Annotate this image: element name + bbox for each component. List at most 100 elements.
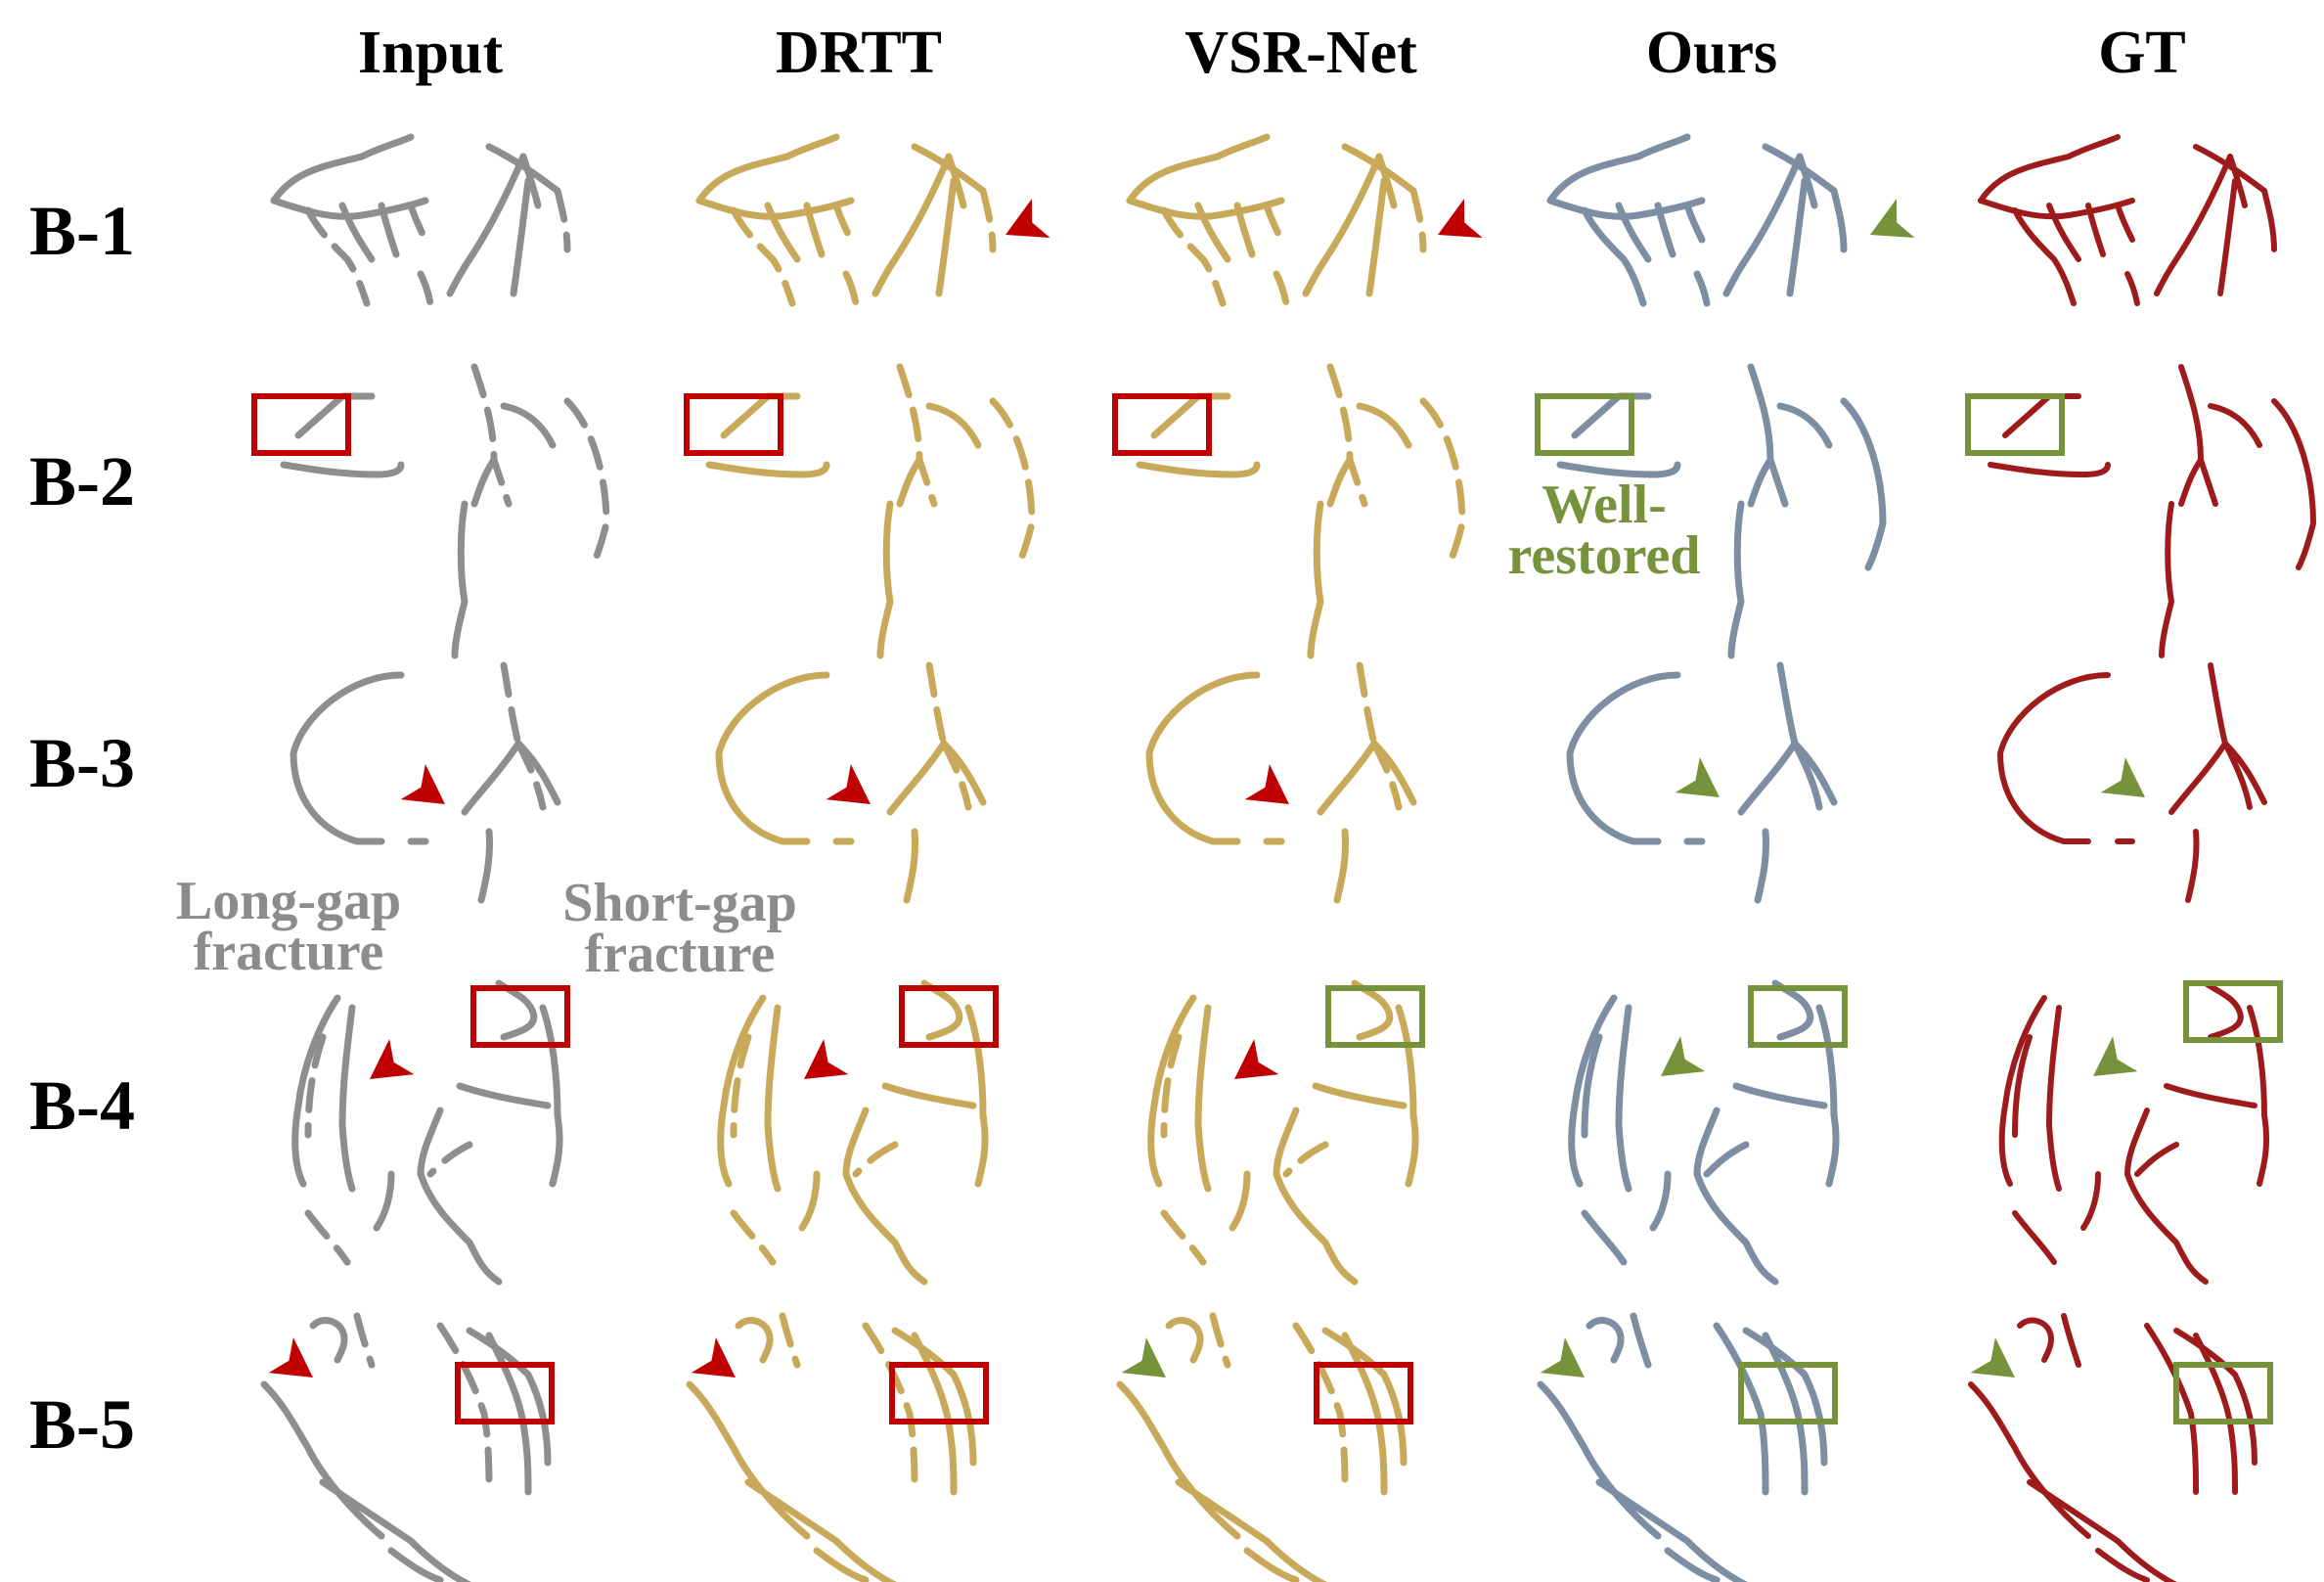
vessel-segment <box>2124 271 2140 306</box>
panel-b-2-drtt <box>705 363 1036 659</box>
vessel-segment <box>2115 203 2135 243</box>
vessel-segment <box>1409 187 1427 253</box>
vessel-segment <box>1165 1317 1204 1364</box>
panel-b-5-gt <box>1968 1313 2257 1582</box>
long-gap-line-1: Long-gap <box>175 871 402 931</box>
vessel-segment <box>466 1327 552 1467</box>
arrow-marker <box>1006 199 1050 239</box>
panel-b-2-input <box>280 363 610 659</box>
vessel-segment <box>2203 980 2244 1040</box>
panel-b-3-gt <box>1997 662 2267 903</box>
vessel-segment <box>417 270 434 307</box>
vessel-segment <box>446 153 527 297</box>
vessel-segment <box>1776 402 1833 449</box>
vessel-segment <box>1978 198 2135 220</box>
vessel-segment <box>1581 206 1647 307</box>
vessel-segment <box>1126 133 1271 204</box>
vessel-segment <box>935 177 958 297</box>
vessel-segment <box>1273 1107 1359 1286</box>
vessel-segment <box>387 1547 444 1582</box>
column-header-input: Input <box>357 20 504 86</box>
vessel-segment <box>2124 1107 2209 1285</box>
vessel-segment <box>1791 740 1823 811</box>
vessel-segment <box>2185 829 2200 903</box>
vessel-segment <box>260 1380 385 1540</box>
vessel-segment <box>1209 1312 1231 1369</box>
vessel-segment <box>514 740 547 811</box>
vessel-segment <box>407 202 429 244</box>
vessel-segment <box>1754 828 1769 904</box>
vessel-segment <box>2046 1005 2062 1192</box>
vessel-segment <box>1556 461 1681 478</box>
vessel-segment <box>2159 501 2174 658</box>
vessel-segment <box>1333 828 1349 904</box>
box-marker <box>251 393 351 456</box>
box-marker <box>470 985 570 1048</box>
vessel-segment <box>705 461 830 478</box>
panel-b-4-vsr-net <box>1147 979 1419 1286</box>
vessel-segment <box>1321 1327 1408 1467</box>
vessel-segment <box>940 740 972 811</box>
arrow-marker <box>804 1039 849 1079</box>
vessel-segment <box>1395 1004 1419 1188</box>
column-header-gt: GT <box>2098 20 2186 86</box>
vessel-segment <box>1160 1033 1183 1139</box>
vessel-segment <box>730 1033 752 1139</box>
panel-b-1-gt <box>1978 134 2277 306</box>
vessel-segment <box>1830 187 1848 253</box>
long-gap-line-2: fracture <box>193 922 384 982</box>
vessel-segment <box>720 392 801 439</box>
column-header-vsr-net: VSR-Net <box>1184 20 1417 86</box>
vessel-segment <box>881 1082 977 1109</box>
panel-b-5-drtt <box>686 1312 977 1582</box>
vessel-segment <box>477 828 493 904</box>
arrow-marker <box>400 764 445 804</box>
panel-b-2-gt <box>1988 364 2316 658</box>
box-marker <box>1112 393 1212 456</box>
vessel-segment <box>1771 979 1814 1041</box>
vessel-segment <box>744 1478 897 1582</box>
vessel-segment <box>495 979 538 1041</box>
box-marker <box>1314 1362 1413 1424</box>
vessel-segment <box>735 1317 774 1364</box>
column-header-drtt: DRTT <box>775 20 943 86</box>
well-restored-annotation: Well- restored <box>1457 475 1751 583</box>
vessel-segment <box>891 1327 977 1467</box>
vessel-segment <box>1307 500 1324 659</box>
vessel-segment <box>2017 1317 2055 1363</box>
row-label-b4: B-4 <box>29 1066 135 1145</box>
vessel-segment <box>2217 178 2238 296</box>
vessel-segment <box>554 187 571 253</box>
vessel-segment <box>896 456 923 508</box>
vessel-segment <box>1282 1141 1329 1178</box>
vessel-segment <box>280 461 405 478</box>
box-marker <box>1738 1362 1838 1424</box>
vessel-segment <box>2168 741 2228 815</box>
vessel-segment <box>695 133 840 204</box>
well-restored-line-1: Well- <box>1542 475 1667 535</box>
arrow-marker <box>1438 199 1483 239</box>
vessel-segment <box>1326 456 1354 508</box>
row-label-b3: B-3 <box>29 724 135 802</box>
panel-b-3-vsr-net <box>1145 661 1417 904</box>
row-label-b2: B-2 <box>29 442 135 520</box>
vessel-segment <box>2046 203 2081 262</box>
panel-b-4-input <box>291 979 563 1286</box>
vessel-segment <box>1586 1317 1625 1364</box>
panel-b-3-input <box>290 661 561 904</box>
panel-b-1-vsr-net <box>1126 133 1427 307</box>
panel-b-5-ours <box>1537 1312 1828 1582</box>
vessel-segment <box>1649 1170 1672 1232</box>
vessel-segment <box>2164 1083 2257 1108</box>
vessel-segment <box>1732 1082 1828 1109</box>
vessel-segment <box>1194 1004 1212 1193</box>
vessel-segment <box>2173 1328 2257 1466</box>
vessel-segment <box>2027 1479 2177 1582</box>
vessel-segment <box>979 187 997 253</box>
vessel-segment <box>2080 1171 2101 1231</box>
vessel-segment <box>1722 153 1804 297</box>
vessel-segment <box>539 1004 563 1188</box>
arrow-marker <box>826 764 871 804</box>
vessel-segment <box>1537 1380 1662 1540</box>
vessel-segment <box>1703 1141 1750 1178</box>
